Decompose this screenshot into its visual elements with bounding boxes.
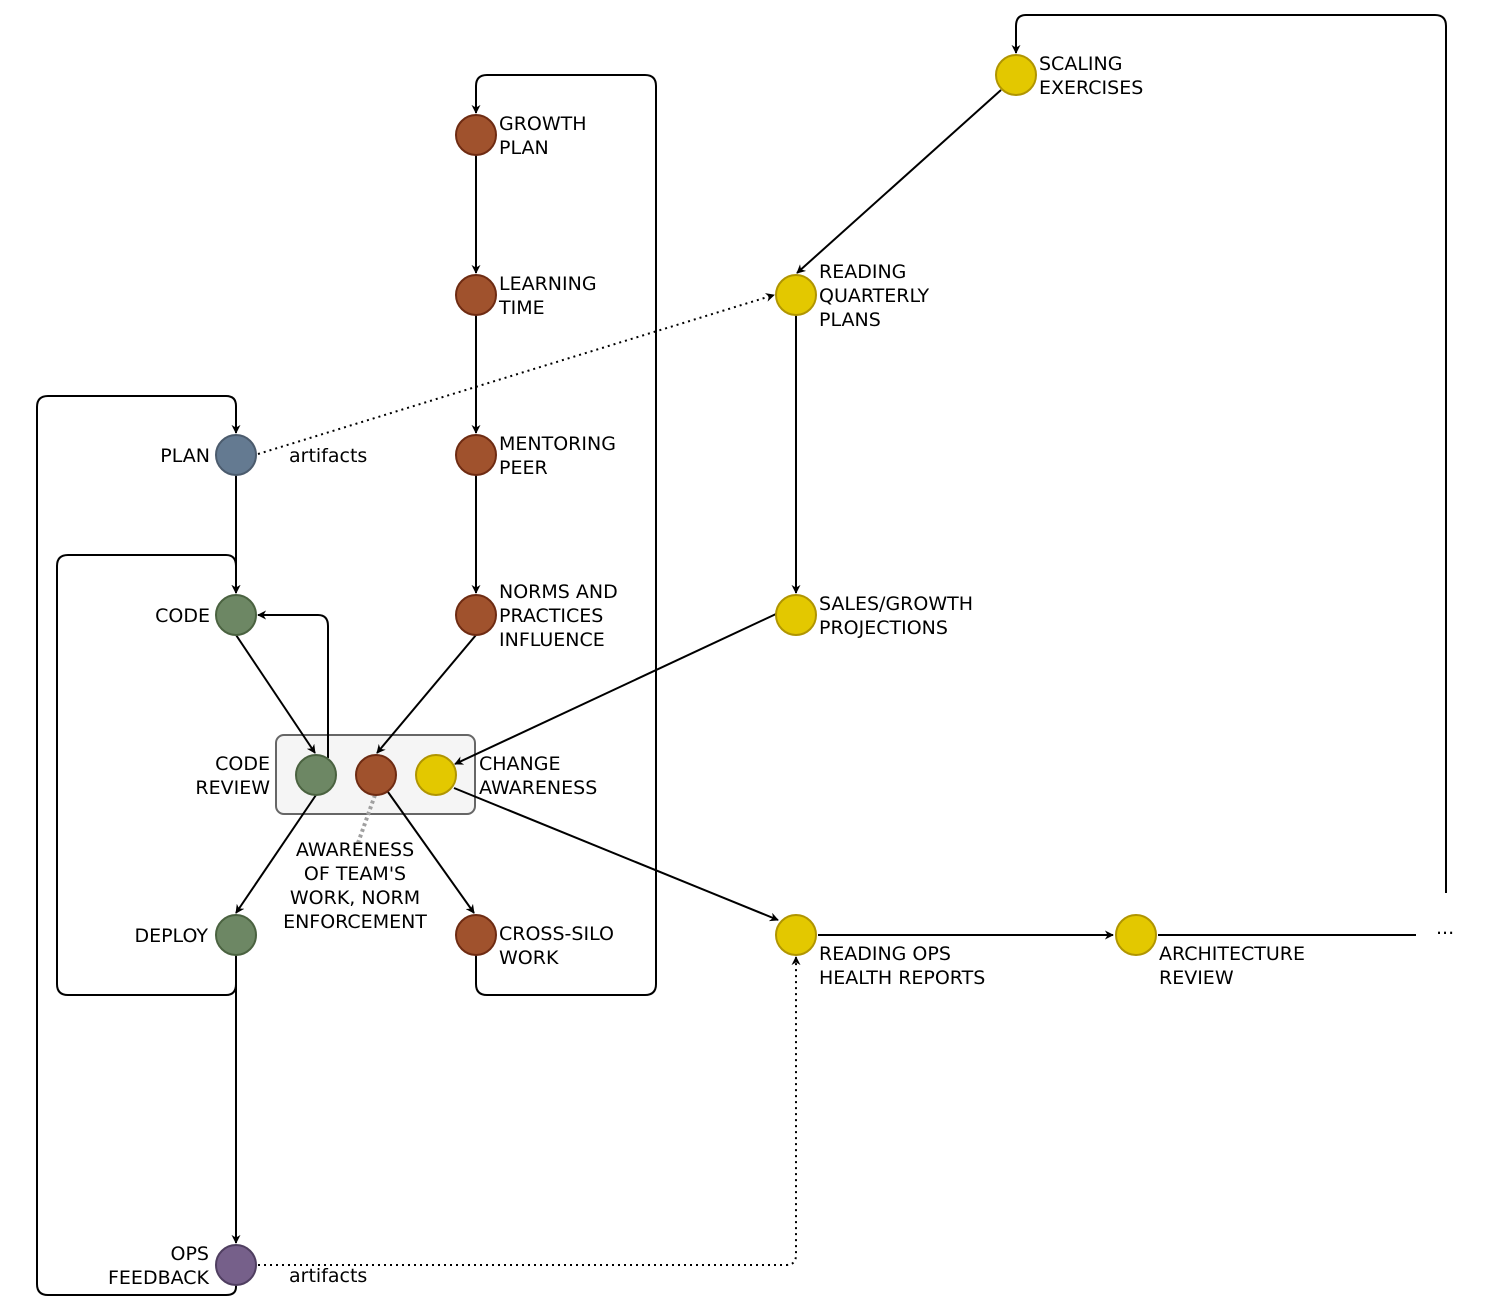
edges — [36, 14, 1447, 1296]
edge-code-to-code-review — [235, 634, 316, 754]
node-label-line: INFLUENCE — [499, 629, 605, 651]
ellipsis-label: ... — [1436, 917, 1454, 939]
node-label-line: OPS — [171, 1243, 209, 1265]
edge-awareness-gray-dotted — [356, 794, 377, 844]
nodes — [215, 54, 1157, 1286]
node-label-line: QUARTERLY — [819, 285, 930, 307]
node-mentoring-peer — [455, 434, 497, 476]
node-awareness-team — [355, 754, 397, 796]
edge-sales-growth-to-change-awareness — [454, 613, 777, 765]
node-label-line: MENTORING — [499, 433, 616, 455]
plan-artifacts-label: artifacts — [289, 445, 367, 467]
edge-change-awareness-to-reading-ops — [453, 787, 779, 922]
node-label-line: OF TEAM'S — [304, 863, 406, 885]
edge-ellipsis-to-scaling-exercises — [1011, 14, 1447, 893]
node-reading-ops — [775, 914, 817, 956]
node-label-line: HEALTH REPORTS — [819, 967, 985, 989]
node-label-line: EXERCISES — [1039, 77, 1143, 99]
edge-norms-to-awareness — [376, 634, 477, 754]
node-label-code: CODE — [155, 605, 210, 627]
edge-ops-artifacts-to-reading-ops — [258, 956, 801, 1266]
node-learning-time — [455, 274, 497, 316]
node-architecture-review — [1115, 914, 1157, 956]
node-code-review — [295, 754, 337, 796]
node-label-line: GROWTH — [499, 113, 587, 135]
node-label-line: PRACTICES — [499, 605, 603, 627]
node-label-line: ARCHITECTURE — [1159, 943, 1305, 965]
node-label-line: SCALING — [1039, 53, 1122, 75]
edge-scaling-to-reading-quarterly — [796, 89, 1002, 274]
node-label-line: WORK — [499, 947, 559, 969]
node-plan — [215, 434, 257, 476]
node-label-line: SALES/GROWTH — [819, 593, 973, 615]
node-deploy — [215, 914, 257, 956]
node-label-deploy: DEPLOY — [134, 925, 208, 947]
node-label-line: LEARNING — [499, 273, 597, 295]
node-label-line: FEEDBACK — [108, 1267, 210, 1289]
node-label-line: REVIEW — [1159, 967, 1234, 989]
node-growth-plan — [455, 114, 497, 156]
node-label-line: PLANS — [819, 309, 881, 331]
node-code — [215, 594, 257, 636]
node-label-line: CODE — [215, 753, 270, 775]
node-change-awareness — [415, 754, 457, 796]
node-label-line: CHANGE — [479, 753, 561, 775]
edge-ops-feedback-to-plan — [36, 395, 241, 1296]
edge-cross-silo-loop-to-growth-plan — [471, 74, 657, 996]
edge-deploy-loop-to-code — [56, 554, 241, 996]
node-label-line: ENFORCEMENT — [283, 911, 427, 933]
node-label-line: READING OPS — [819, 943, 951, 965]
node-scaling-exercises — [995, 54, 1037, 96]
node-label-line: CODE — [155, 605, 210, 627]
node-label-line: REVIEW — [195, 777, 270, 799]
node-ops-feedback — [215, 1244, 257, 1286]
node-label-line: AWARENESS — [479, 777, 597, 799]
node-norms-practices — [455, 594, 497, 636]
node-label-line: TIME — [498, 297, 545, 319]
node-label-line: WORK, NORM — [290, 887, 420, 909]
node-label-line: AWARENESS — [296, 839, 414, 861]
node-label-line: CROSS-SILO — [499, 923, 614, 945]
edge-code-review-to-deploy — [235, 794, 317, 914]
edge-code-review-to-code — [257, 610, 329, 758]
node-label-line: PLAN — [160, 445, 210, 467]
node-reading-quarterly — [775, 274, 817, 316]
node-label-line: DEPLOY — [134, 925, 208, 947]
node-label-line: READING — [819, 261, 906, 283]
node-label-line: NORMS AND — [499, 581, 618, 603]
node-cross-silo — [455, 914, 497, 956]
node-label-plan: PLAN — [160, 445, 210, 467]
node-sales-growth — [775, 594, 817, 636]
edge-awareness-to-cross-silo — [387, 791, 475, 914]
ops-artifacts-label: artifacts — [289, 1265, 367, 1287]
node-label-line: PEER — [499, 457, 548, 479]
node-label-line: PROJECTIONS — [819, 617, 948, 639]
node-label-line: PLAN — [499, 137, 549, 159]
